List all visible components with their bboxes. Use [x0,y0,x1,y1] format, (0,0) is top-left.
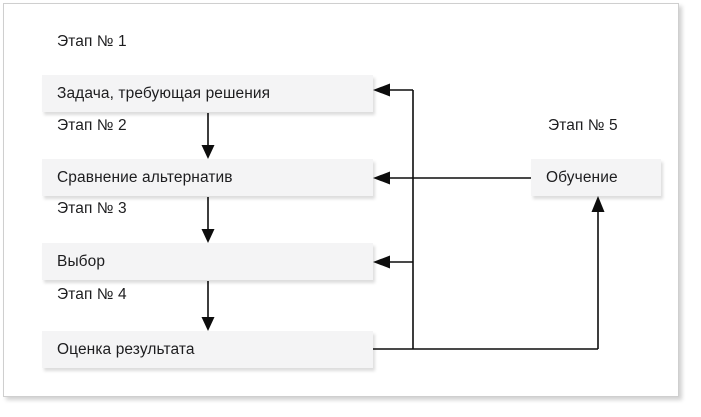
stage-label-3: Этап № 3 [57,200,127,217]
node-label-stage-3: Выбор [57,252,106,270]
node-label-stage-1: Задача, требующая решения [57,84,271,102]
node-box-stage-1[interactable]: Задача, требующая решения [42,75,373,112]
node-label-stage-4: Оценка результата [57,340,195,358]
node-box-stage-2[interactable]: Сравнение альтернатив [42,159,373,196]
node-box-stage-4[interactable]: Оценка результата [42,331,373,368]
stage-label-5: Этап № 5 [548,117,618,134]
stage-label-1: Этап № 1 [57,33,127,50]
node-label-stage-2: Сравнение альтернатив [57,168,233,186]
node-box-stage-5[interactable]: Обучение [531,159,661,196]
stage-label-2: Этап № 2 [57,117,127,134]
node-box-stage-3[interactable]: Выбор [42,243,373,280]
node-label-stage-5: Обучение [546,168,618,186]
stage-label-4: Этап № 4 [57,286,127,303]
